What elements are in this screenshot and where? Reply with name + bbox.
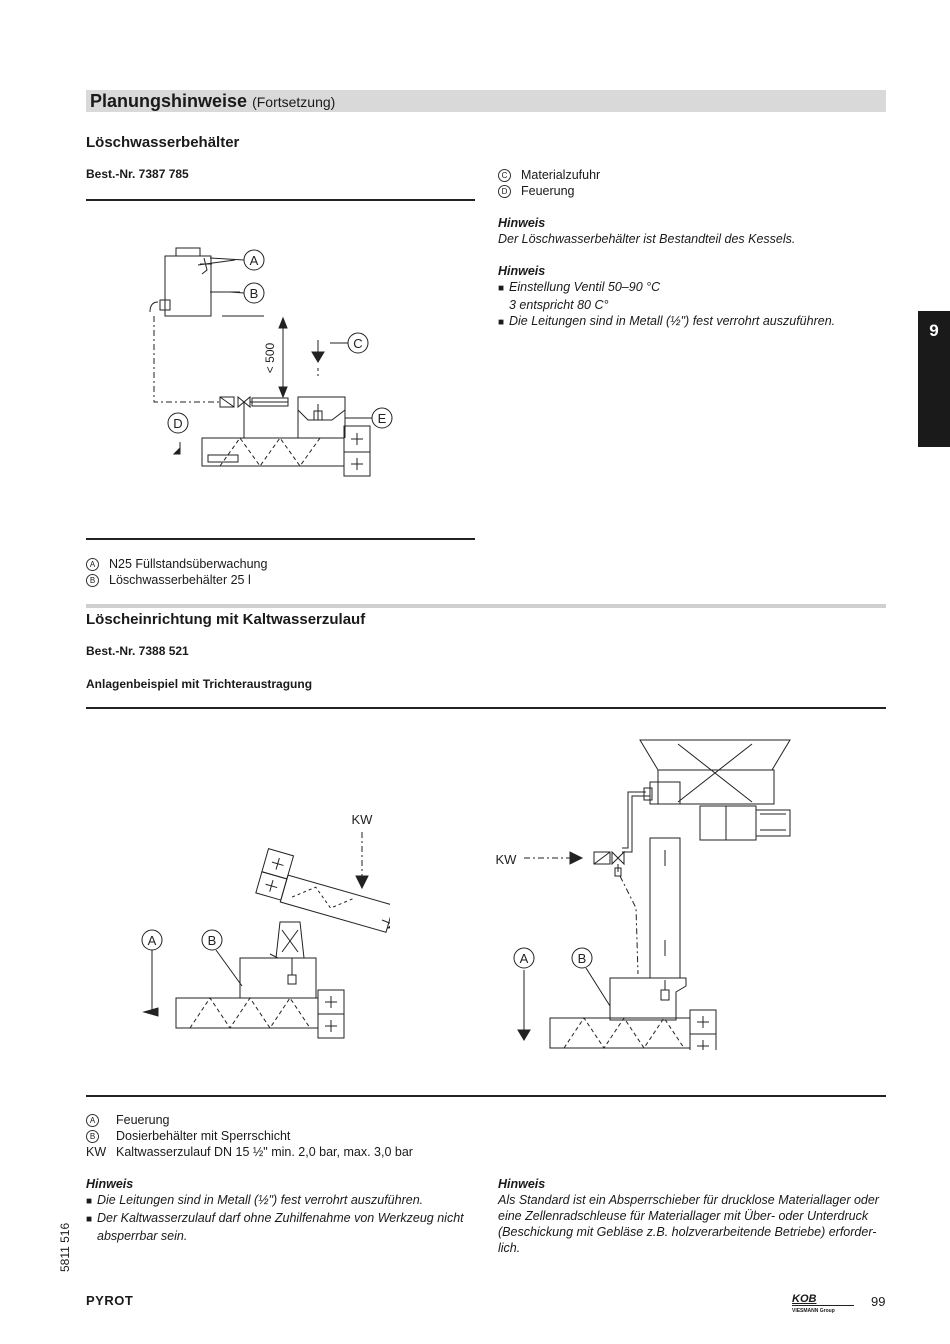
section2-rule-bottom xyxy=(86,1095,886,1097)
page-title-sub: (Fortsetzung) xyxy=(252,94,336,110)
diagram1-label-c: C xyxy=(353,336,362,351)
kob-logo-sub: VIESMANN Group xyxy=(792,1308,835,1314)
page-title: Planungshinweise (Fortsetzung) xyxy=(90,91,335,112)
section1-hinweis2: Hinweis ■Einstellung Ventil 50–90 °C 3 e… xyxy=(498,263,878,331)
section2-subtitle: Anlagenbeispiel mit Trichteraustragung xyxy=(86,677,313,691)
section2-hinweis-right: Hinweis Als Standard ist ein Absperrschi… xyxy=(498,1177,879,1255)
header-bar xyxy=(86,90,886,112)
diagram1-label-a: A xyxy=(250,253,259,268)
diagram-left-kaltwasser: KW A B xyxy=(141,812,390,1039)
section2-separator xyxy=(86,604,886,608)
list-item: ■Der Kaltwasserzulauf darf ohne Zuhilfen… xyxy=(86,1211,464,1225)
diagram-right-kaltwasser: KW A B xyxy=(496,739,791,1050)
section1-hinweis1: Hinweis Der Löschwasserbehälter ist Best… xyxy=(498,216,796,246)
list-item: ■Einstellung Ventil 50–90 °C xyxy=(498,280,661,294)
doc-number: 5811 516 xyxy=(58,1222,72,1272)
chapter-tab-number: 9 xyxy=(929,321,939,340)
kob-logo: KOB xyxy=(792,1293,817,1305)
diagram2-right-kw: KW xyxy=(496,852,518,867)
diagram2-left-kw: KW xyxy=(352,812,374,827)
section2-rule-top xyxy=(86,707,886,709)
diagram1-label-b: B xyxy=(250,286,259,301)
chapter-tab[interactable]: 9 xyxy=(918,311,950,447)
section2-title: Löscheinrichtung mit Kaltwasserzulauf xyxy=(86,611,366,628)
section1-rule-bottom xyxy=(86,538,475,540)
list-item: ■Die Leitungen sind in Metall (½") fest … xyxy=(498,314,836,328)
section1-title: Löschwasserbehälter xyxy=(86,134,240,151)
section2-hinweis-left: Hinweis ■Die Leitungen sind in Metall (½… xyxy=(86,1176,476,1244)
diagram2-left-label-a: A xyxy=(148,933,157,948)
section1-rule-top xyxy=(86,199,475,201)
section1-order-no: Best.-Nr. 7387 785 xyxy=(86,167,189,181)
diagram2-right-label-a: A xyxy=(520,951,529,966)
diagram1-label-e: E xyxy=(378,411,387,426)
brand-pyrot: PYROT xyxy=(86,1293,134,1308)
diagram2-right-label-b: B xyxy=(578,951,587,966)
page-title-text: Planungshinweise xyxy=(90,91,248,111)
list-item: ■Die Leitungen sind in Metall (½") fest … xyxy=(86,1193,424,1207)
diagram1-label-d: D xyxy=(173,416,182,431)
diagram1-dimension: < 500 xyxy=(263,342,277,373)
section2-order-no: Best.-Nr. 7388 521 xyxy=(86,644,189,658)
diagram-loeschwasserbehaelter: A B C D E < 500 xyxy=(149,247,393,477)
logo-divider xyxy=(792,1305,854,1306)
page-number: 99 xyxy=(871,1294,886,1309)
diagram2-left-label-b: B xyxy=(208,933,217,948)
